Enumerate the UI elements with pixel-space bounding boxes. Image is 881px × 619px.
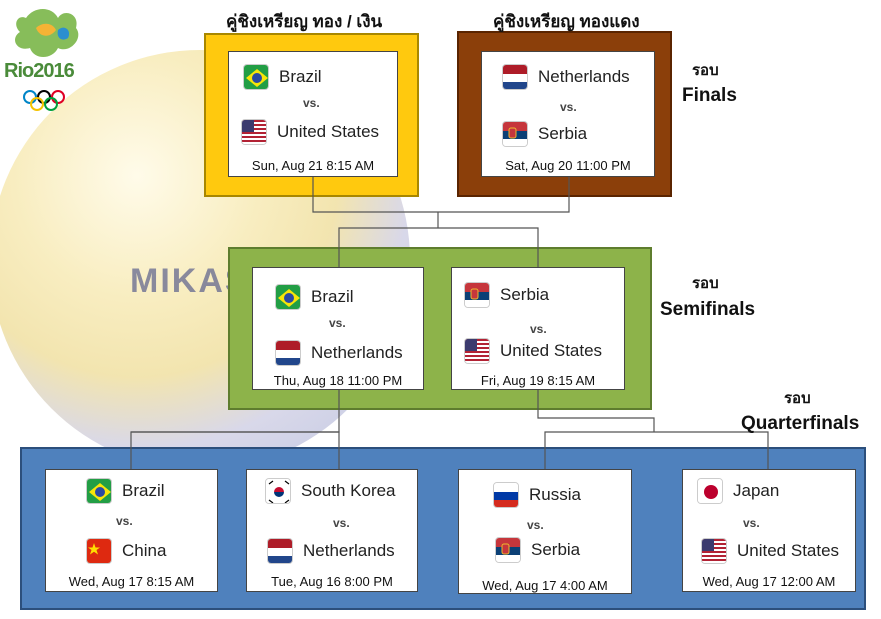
match-date: Wed, Aug 17 8:15 AM [68, 574, 195, 589]
semifinals-round-word: รอบ [692, 275, 719, 292]
quarterfinals-round-word: รอบ [784, 390, 811, 407]
netherlands-flag-icon [502, 64, 528, 90]
brazil-flag-icon [243, 64, 269, 90]
match-date: Fri, Aug 19 8:15 AM [480, 373, 596, 388]
vs-label: vs. [116, 514, 133, 528]
team-name: United States [277, 122, 380, 141]
match-date: Sun, Aug 21 8:15 AM [251, 158, 375, 173]
match-card-gold[interactable]: Brazil vs. United States Sun, Aug 21 8:1… [228, 51, 398, 177]
vs-label: vs. [329, 316, 346, 330]
team-row: United States [701, 538, 839, 564]
team-name: Brazil [311, 287, 354, 306]
netherlands-flag-icon [267, 538, 293, 564]
team-row: United States [241, 119, 379, 145]
team-name: Brazil [122, 481, 165, 500]
team-row: Serbia [464, 282, 549, 308]
team-name: Russia [529, 485, 581, 504]
finals-round-name: Finals [682, 85, 737, 106]
brazil-flag-icon [86, 478, 112, 504]
brazil-flag-icon [275, 284, 301, 310]
match-date: Wed, Aug 17 12:00 AM [702, 574, 836, 589]
match-card-quarterfinal-2[interactable]: South Korea vs. Netherlands Tue, Aug 16 … [246, 469, 418, 592]
team-row: Japan [697, 478, 779, 504]
match-card-semifinal-1[interactable]: Brazil vs. Netherlands Thu, Aug 18 11:00… [252, 267, 424, 390]
match-card-quarterfinal-1[interactable]: Brazil vs. China Wed, Aug 17 8:15 AM [45, 469, 218, 592]
logo-text: Rio2016 [4, 60, 75, 82]
russia-flag-icon [493, 482, 519, 508]
team-row: Brazil [275, 284, 354, 310]
vs-label: vs. [560, 100, 577, 114]
bronze-heading: คู่ชิงเหรียญ ทองแดง [493, 12, 640, 31]
south-korea-flag-icon [265, 478, 291, 504]
team-row: Serbia [502, 121, 587, 147]
team-name: Netherlands [311, 343, 403, 362]
team-name: Serbia [538, 124, 588, 143]
team-row: Netherlands [275, 340, 403, 366]
team-row: Brazil [86, 478, 165, 504]
team-row: China [86, 538, 166, 564]
team-name: Serbia [531, 540, 581, 559]
semifinals-round-name: Semifinals [660, 299, 756, 320]
team-row: Netherlands [267, 538, 395, 564]
rio2016-logo [4, 4, 94, 114]
usa-flag-icon [464, 338, 490, 364]
usa-flag-icon [241, 119, 267, 145]
match-card-quarterfinal-3[interactable]: Russia vs. Serbia Wed, Aug 17 4:00 AM [458, 469, 632, 594]
team-name: Serbia [500, 285, 550, 304]
match-date: Wed, Aug 17 4:00 AM [482, 578, 608, 593]
japan-flag-icon [697, 478, 723, 504]
finals-round-word: รอบ [692, 62, 719, 79]
team-name: United States [500, 341, 603, 360]
match-date: Sat, Aug 20 11:00 PM [505, 158, 631, 173]
team-name: Brazil [279, 67, 322, 86]
serbia-flag-icon [502, 121, 528, 147]
match-date: Thu, Aug 18 11:00 PM [273, 373, 403, 388]
team-row: United States [464, 338, 602, 364]
team-row: Serbia [495, 537, 580, 563]
team-name: South Korea [301, 481, 396, 500]
team-row: Netherlands [502, 64, 630, 90]
team-name: Japan [733, 481, 780, 500]
china-flag-icon [86, 538, 112, 564]
match-card-quarterfinal-4[interactable]: Japan vs. United States Wed, Aug 17 12:0… [682, 469, 856, 592]
match-card-bronze[interactable]: Netherlands vs. Serbia Sat, Aug 20 11:00… [481, 51, 655, 177]
serbia-flag-icon [495, 537, 521, 563]
usa-flag-icon [701, 538, 727, 564]
match-date: Tue, Aug 16 8:00 PM [271, 574, 393, 589]
gold-silver-heading: คู่ชิงเหรียญ ทอง / เงิน [226, 12, 383, 31]
team-name: China [122, 541, 167, 560]
vs-label: vs. [333, 516, 350, 530]
match-card-semifinal-2[interactable]: Serbia vs. United States Fri, Aug 19 8:1… [451, 267, 625, 390]
serbia-flag-icon [464, 282, 490, 308]
vs-label: vs. [527, 518, 544, 532]
netherlands-flag-icon [275, 340, 301, 366]
vs-label: vs. [743, 516, 760, 530]
team-row: South Korea [265, 478, 396, 504]
team-name: Netherlands [538, 67, 630, 86]
team-row: Brazil [243, 64, 322, 90]
team-row: Russia [493, 482, 581, 508]
quarterfinals-round-name: Quarterfinals [741, 413, 860, 434]
team-name: United States [737, 541, 840, 560]
vs-label: vs. [530, 322, 547, 336]
team-name: Netherlands [303, 541, 395, 560]
vs-label: vs. [303, 96, 320, 110]
